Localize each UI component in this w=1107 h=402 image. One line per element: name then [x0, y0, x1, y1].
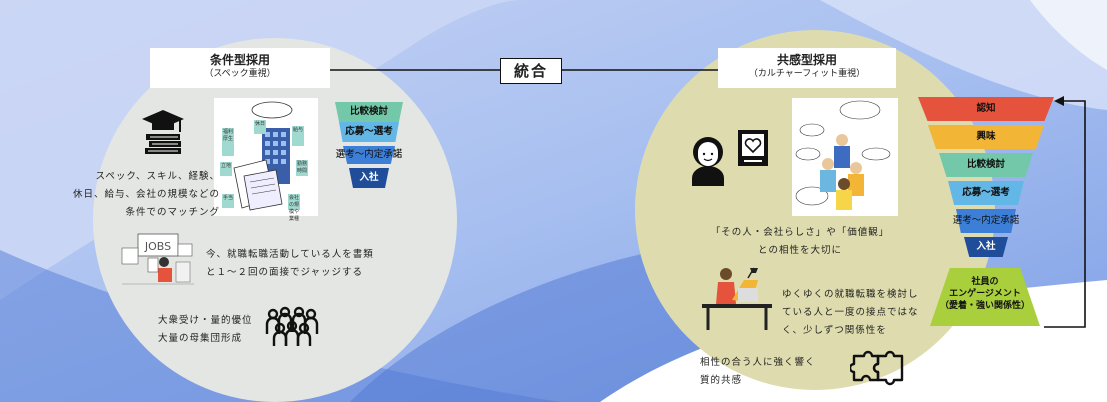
right-text-empathy-line2: 質的共感 — [700, 375, 743, 386]
engagement-box — [930, 268, 1040, 326]
engagement-line3: （愛着・強い関係性） — [939, 301, 1030, 311]
left-text-mass-line1: 大衆受け・量的優位 — [158, 315, 253, 326]
note-6: 手当 — [222, 194, 234, 208]
right-text-relationship-line1: ゆくゆくの就職転職を検討し — [782, 289, 919, 300]
building-documents-icon — [233, 101, 293, 211]
left-text-judge: 今、就職転職活動している人を書類 と１〜２回の面接でジャッジする — [206, 246, 406, 282]
note-7: 会社の規模や業種 — [288, 194, 300, 222]
right-funnel-interest: 興味 — [928, 125, 1044, 149]
right-funnel-offer: 選考〜内定承諾 — [952, 215, 1020, 226]
note-3: 給与 — [292, 126, 304, 146]
engagement-text: 社員の エンゲージメント （愛着・強い関係性） — [928, 276, 1042, 312]
people-discussion-icon — [795, 100, 891, 210]
left-text-spec-line1: スペック、スキル、経験、 — [95, 171, 220, 182]
crowd-icon — [265, 306, 319, 346]
right-title-box: 共感型採用 （カルチャーフィット重視） — [718, 48, 896, 88]
note-5: 勤務時間 — [296, 160, 308, 176]
right-text-empathy-line1: 相性の合う人に強く響く — [700, 357, 816, 368]
right-funnel-compare: 比較検討 — [939, 153, 1033, 177]
left-funnel-join: 入社 — [349, 168, 389, 188]
jobs-text: JOBS — [144, 240, 171, 253]
left-text-spec-line2: 休日、給与、会社の規模などの — [72, 189, 220, 200]
left-text-spec-line3: 条件でのマッチング — [125, 207, 220, 218]
right-funnel-offer-bar — [956, 209, 1016, 233]
left-text-spec: スペック、スキル、経験、 休日、給与、会社の規模などの 条件でのマッチング — [60, 168, 220, 222]
right-subtitle: （カルチャーフィット重視） — [748, 69, 866, 79]
left-text-judge-line2: と１〜２回の面接でジャッジする — [206, 267, 364, 278]
right-funnel-awareness: 認知 — [918, 97, 1054, 121]
right-text-values-line2: との相性を大切に — [758, 245, 842, 256]
left-title-box: 条件型採用 （スペック重視） — [150, 48, 330, 88]
right-text-relationship: ゆくゆくの就職転職を検討し ている人と一度の接点ではな く、少しずつ関係性を — [782, 286, 932, 340]
note-4: 立地 — [220, 162, 232, 176]
left-funnel-offer-label: 選考〜内定承諾 — [335, 149, 403, 160]
person-heart-icon — [692, 130, 768, 186]
left-conditions-illustration: 福利厚生 休日 給与 立地 勤務時間 手当 会社の規模や業種 — [214, 98, 318, 222]
left-subtitle: （スペック重視） — [204, 69, 276, 79]
right-text-empathy: 相性の合う人に強く響く 質的共感 — [700, 354, 840, 390]
right-title: 共感型採用 — [776, 53, 837, 67]
right-funnel-apply: 応募〜選考 — [948, 181, 1024, 205]
return-arrow-icon — [1044, 96, 1086, 328]
integration-label: 統合 — [500, 58, 562, 84]
job-board-illustration: JOBS — [121, 233, 194, 285]
note-1: 福利厚生 — [222, 128, 234, 156]
engagement-line2: エンゲージメント — [949, 289, 1021, 299]
right-text-values: 「その人・会社らしさ」や「価値観」 との相性を大切に — [700, 224, 900, 260]
graduation-cap-books-icon — [142, 110, 184, 154]
left-funnel-compare: 比較検討 — [335, 102, 403, 122]
left-text-judge-line1: 今、就職転職活動している人を書類 — [206, 249, 374, 260]
left-text-mass: 大衆受け・量的優位 大量の母集団形成 — [158, 312, 268, 348]
desk-worker-illustration — [702, 267, 772, 330]
left-funnel-offer-bar — [343, 146, 395, 164]
right-culture-illustration — [792, 98, 898, 216]
right-text-relationship-line2: ている人と一度の接点ではな — [782, 307, 919, 318]
left-title: 条件型採用 — [209, 53, 270, 67]
right-text-relationship-line3: く、少しずつ関係性を — [782, 325, 887, 336]
right-funnel-join: 入社 — [964, 237, 1008, 257]
puzzle-icon — [850, 350, 904, 386]
engagement-line1: 社員の — [971, 277, 999, 287]
right-text-values-line1: 「その人・会社らしさ」や「価値観」 — [710, 227, 890, 238]
left-funnel-apply: 応募〜選考 — [339, 122, 399, 142]
left-text-mass-line2: 大量の母集団形成 — [158, 333, 243, 344]
note-2: 休日 — [254, 120, 266, 134]
